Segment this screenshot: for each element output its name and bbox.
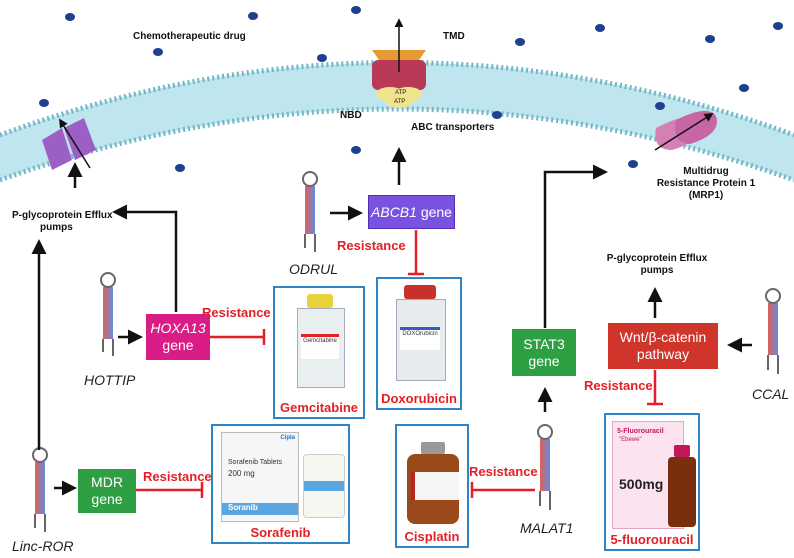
sorafenib-brand: Soranib (222, 503, 298, 515)
lncrna-hottip-label: HOTTIP (84, 372, 136, 388)
pgp-left-line1: P-glycoprotein Efflux (12, 210, 113, 221)
resistance-label-wnt: Resistance (584, 378, 653, 393)
resistance-label-hoxa13: Resistance (202, 305, 271, 320)
pgp-right-line1: P-glycoprotein Efflux (606, 253, 708, 264)
sorafenib-dose: 200 mg (228, 469, 255, 478)
wnt-pathway-line1: Wnt/β-catenin (619, 329, 707, 345)
pathway-arrows (31, 147, 752, 496)
mrp1-label-line3: (MRP1) (688, 190, 724, 201)
sorafenib-box-text: Sorafenib Tablets (228, 459, 282, 466)
hoxa13-gene-box: HOXA13 gene (146, 314, 210, 360)
doxorubicin-vial-label: DOXOrubicin (400, 327, 440, 350)
abc-transporter (372, 18, 426, 108)
lncrna-odrul-hairpin (302, 171, 318, 252)
drug-name-doxorubicin: Doxorubicin (381, 391, 457, 406)
resistance-label-abcb1: Resistance (337, 238, 406, 253)
drug-name-5-fluorouracil: 5-fluorouracil (610, 532, 694, 547)
abcb1-gene-suffix: gene (416, 203, 452, 220)
drug-frame-5-fluorouracil: 5-Fluorouracil "Ebewe" 500mg 5-fluoroura… (604, 413, 700, 551)
drug-name-sorafenib: Sorafenib (250, 525, 311, 540)
drug-frame-doxorubicin: DOXOrubicin Doxorubicin (376, 277, 462, 410)
atp-label-top: ATP (395, 90, 407, 96)
pgp-efflux-label-left: P-glycoprotein Efflux pumps (12, 210, 113, 234)
abcb1-gene-box: ABCB1 gene (368, 195, 455, 229)
pgp-left-line2: pumps (40, 222, 73, 233)
cisplatin-vial (405, 442, 461, 524)
fluorouracil-dose: 500mg (619, 476, 664, 492)
mdr-gene-suffix: gene (91, 491, 123, 507)
lncrna-ccal-hairpin (765, 288, 781, 374)
resistance-label-mdr: Resistance (143, 469, 212, 484)
nbd-label: NBD (340, 110, 362, 121)
drug-frame-sorafenib: Cipla Sorafenib Tablets 200 mg Soranib S… (211, 424, 350, 544)
lncrna-malat1-label: MALAT1 (520, 520, 574, 536)
lncrna-hottip-hairpin (100, 272, 116, 356)
stat3-gene-box: STAT3 gene (512, 329, 576, 376)
gemcitabine-vial-label: Gemcitabine (301, 334, 339, 359)
abc-transporters-label: ABC transporters (411, 122, 495, 133)
doxorubicin-vial: DOXOrubicin (392, 285, 448, 381)
sorafenib-bottle (303, 454, 345, 518)
mrp1-label-line1: Multidrug (683, 166, 729, 177)
drug-frame-cisplatin: Cisplatin (395, 424, 469, 548)
pgp-right-line2: pumps (640, 265, 674, 276)
stat3-gene-name: STAT3 (523, 335, 565, 352)
sorafenib-box: Cipla Sorafenib Tablets 200 mg Soranib (221, 432, 299, 522)
lncrna-odrul-label: ODRUL (289, 261, 339, 277)
pgp-efflux-label-right: P-glycoprotein Efflux pumps (595, 253, 719, 277)
drug-name-gemcitabine: Gemcitabine (279, 400, 359, 415)
sorafenib-maker: Cipla (280, 435, 295, 441)
gemcitabine-vial: Gemcitabine (293, 294, 347, 388)
chemotherapeutic-drug-label: Chemotherapeutic drug (133, 31, 246, 42)
mdr-gene-name: MDR (91, 474, 123, 490)
mrp1-label-line2: Resistance Protein 1 (656, 178, 756, 189)
mrp1-label: Multidrug Resistance Protein 1 (MRP1) (636, 166, 776, 202)
fluorouracil-box-text: 5-Fluorouracil (617, 428, 664, 435)
fluorouracil-vial (668, 445, 696, 527)
wnt-pathway-line2: pathway (636, 346, 690, 362)
fluorouracil-brand: "Ebewe" (619, 437, 642, 443)
tmd-label: TMD (443, 31, 465, 42)
drug-frame-gemcitabine: Gemcitabine Gemcitabine (273, 286, 365, 419)
hoxa13-gene-name: HOXA13 (150, 320, 206, 336)
lncrna-malat1-hairpin (537, 424, 553, 510)
lncrna-ccal-label: CCAL (752, 386, 790, 402)
resistance-label-malat1: Resistance (469, 464, 538, 479)
stat3-gene-suffix: gene (528, 352, 560, 369)
drug-name-cisplatin: Cisplatin (404, 529, 460, 544)
mdr-gene-box: MDR gene (78, 469, 136, 513)
mrp1-pump (654, 110, 717, 151)
wnt-pathway-box: Wnt/β-catenin pathway (608, 323, 718, 369)
abcb1-gene-name: ABCB1 (371, 203, 417, 220)
lncrna-linc-ror-hairpin (32, 447, 48, 532)
lncrna-linc-ror-label: Linc-ROR (12, 538, 74, 554)
hoxa13-gene-suffix: gene (162, 337, 194, 353)
p-glycoprotein-pump-left (42, 118, 96, 170)
atp-label-bottom: ATP (394, 99, 406, 105)
